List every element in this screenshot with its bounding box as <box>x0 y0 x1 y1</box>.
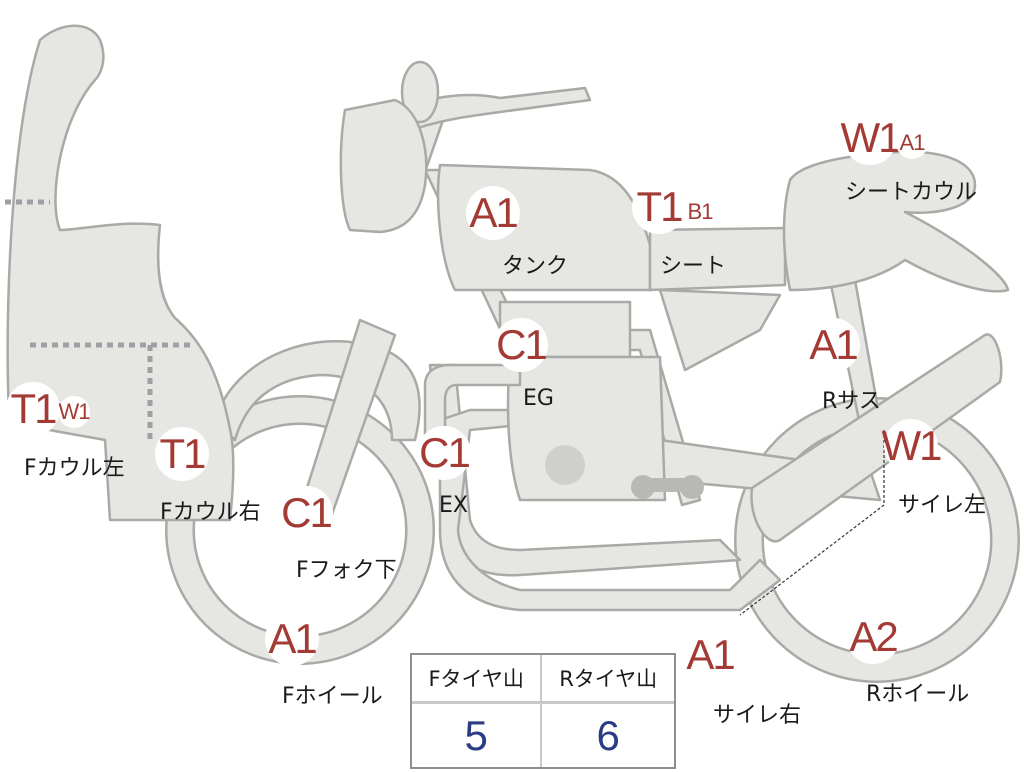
seat <box>648 226 787 292</box>
exhaust-pipe-upper <box>438 408 782 612</box>
tire-tread-table: Fタイヤ山 Rタイヤ山 5 6 <box>410 653 676 769</box>
f-cowl-left-code-1: T1 <box>6 382 60 436</box>
mirror <box>400 60 440 124</box>
f-cowl-right-code-1: T1 <box>155 427 209 481</box>
muffler-left-code-1: W1 <box>882 419 943 473</box>
seat-cowl-label: シートカウル <box>845 180 978 205</box>
front-tire-tread-header: Fタイヤ山 <box>412 655 543 704</box>
f-fork-lower-code-1: C1 <box>279 486 333 540</box>
tank-label: タンク <box>502 254 569 279</box>
engine-label: EG <box>523 386 554 411</box>
engine-code-1: C1 <box>494 318 548 372</box>
side-panel <box>658 288 782 372</box>
exhaust-label: EX <box>439 493 468 518</box>
seat-cowl <box>782 150 1010 293</box>
f-fork-lower-label: Fフォク下 <box>296 558 397 583</box>
seat-code-2: B1 <box>684 196 716 228</box>
rear-tire-tread-value: 6 <box>596 711 620 759</box>
seat-cowl-code-1: W1 <box>841 111 902 165</box>
r-suspension-code-1: A1 <box>806 318 860 372</box>
exhaust-header <box>423 363 522 452</box>
f-wheel-code-1: A1 <box>265 612 319 666</box>
r-suspension-label: Rサス <box>822 389 881 414</box>
r-wheel-code-1: A2 <box>846 610 900 664</box>
f-wheel-label: Fホイール <box>282 684 383 709</box>
f-cowl-left-code-2: W1 <box>58 396 91 428</box>
front-tire-tread-value: 5 <box>412 702 543 767</box>
tank-code-1: A1 <box>466 186 520 240</box>
engine-cover <box>545 445 585 485</box>
f-cowl-left-label: Fカウル左 <box>24 456 125 481</box>
muffler-right-label: サイレ右 <box>713 703 802 728</box>
seat-cowl-code-2: A1 <box>896 127 928 159</box>
seat-code-1: T1 <box>632 180 686 234</box>
muffler-left-label: サイレ左 <box>898 493 987 518</box>
exhaust-code-1: C1 <box>417 426 471 480</box>
headlight <box>339 98 428 234</box>
rear-tire-tread-header: Rタイヤ山 <box>541 655 674 704</box>
muffler-right-code-1: A1 <box>683 628 737 682</box>
r-wheel-label: Rホイール <box>866 682 970 707</box>
f-cowl-right-label: Fカウル右 <box>160 500 261 525</box>
seat-label: シート <box>660 254 727 279</box>
